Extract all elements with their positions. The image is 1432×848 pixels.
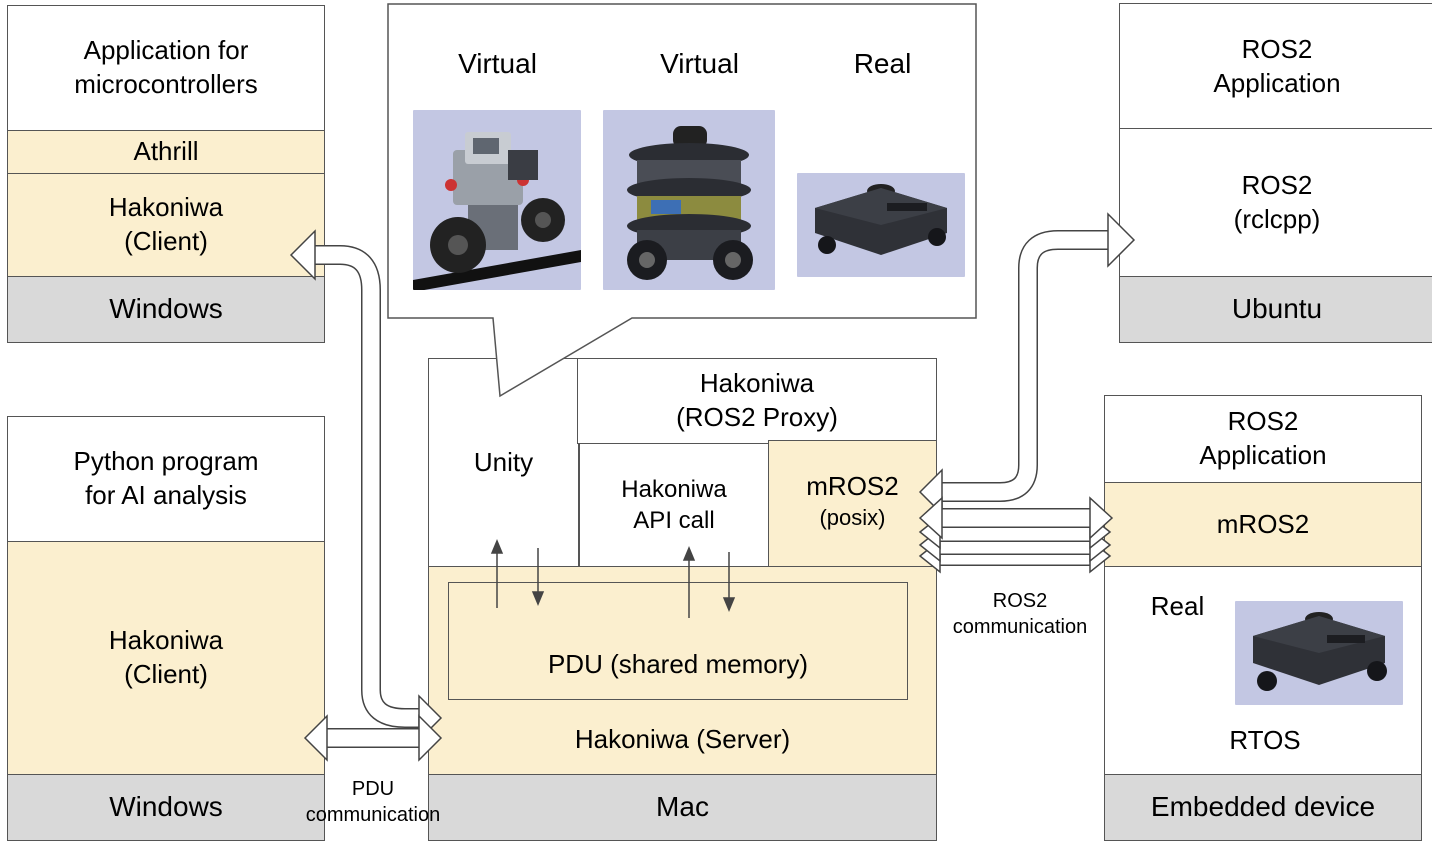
pdu-shared-memory-box: PDU (shared memory) xyxy=(448,582,908,700)
hakoniwa-client-box-top: Hakoniwa (Client) xyxy=(7,173,325,277)
athrill-box: Athrill xyxy=(7,130,325,174)
ros2-rclcpp-box: ROS2 (rclcpp) xyxy=(1119,128,1432,278)
microcontroller-app-box: Application for microcontrollers xyxy=(7,5,325,131)
callout-label-virtual-2: Virtual xyxy=(660,48,739,79)
api-call-box: Hakoniwa API call xyxy=(579,443,769,568)
hakoniwa-server-label: Hakoniwa (Server) xyxy=(574,724,791,755)
embedded-device-os-box: Embedded device xyxy=(1104,774,1422,841)
mros2-posix-box: mROS2 (posix) xyxy=(768,440,937,568)
mros2-posix-label: (posix) xyxy=(819,504,886,530)
unity-label: Unity xyxy=(473,447,534,478)
real-label-right: Real xyxy=(1150,591,1205,621)
ros2-communication-label: ROS2 communication xyxy=(952,590,1088,638)
lego-robot-icon xyxy=(413,110,581,290)
hakoniwa-client-box-bottom: Hakoniwa (Client) xyxy=(7,541,325,775)
turtlebot-icon xyxy=(603,110,775,290)
mros2-box-right: mROS2 xyxy=(1104,482,1422,567)
ros2-link-ubuntu xyxy=(938,230,1118,502)
ros2-proxy-box: Hakoniwa (ROS2 Proxy) xyxy=(577,358,937,444)
mac-os-box: Mac xyxy=(428,774,937,841)
ubuntu-os-box: Ubuntu xyxy=(1119,276,1432,343)
callout-label-real: Real xyxy=(853,48,912,79)
windows-os-box-top: Windows xyxy=(7,276,325,343)
real-robot-icon xyxy=(797,173,965,277)
unity-box: Unity xyxy=(428,358,579,568)
windows-os-box-bottom: Windows xyxy=(7,774,325,841)
pdu-link-top xyxy=(310,245,428,728)
ros2-link-embedded-group xyxy=(918,496,1114,574)
real-robot-icon-device xyxy=(1235,601,1403,705)
mros2-label: mROS2 xyxy=(806,470,899,501)
ros2-app-box-top: ROS2 Application xyxy=(1119,3,1432,130)
callout-label-virtual-1: Virtual xyxy=(458,48,537,79)
ros2-app-box-bottom: ROS2 Application xyxy=(1104,395,1422,483)
pdu-communication-label: PDU communication xyxy=(305,778,441,826)
rtos-label: RTOS xyxy=(1229,725,1301,755)
python-ai-app-box: Python program for AI analysis xyxy=(7,416,325,542)
